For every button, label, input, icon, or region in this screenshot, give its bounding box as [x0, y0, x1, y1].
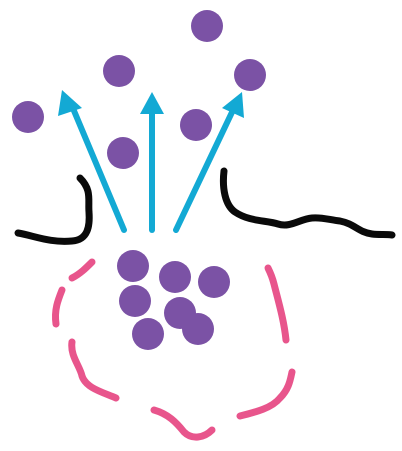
- vesicle-segment: [154, 410, 212, 437]
- particle-released: [12, 101, 44, 133]
- vesicle-segment: [72, 262, 92, 278]
- vesicle-segment: [55, 290, 62, 324]
- particle-in-vesicle: [159, 261, 191, 293]
- particle-in-vesicle: [132, 318, 164, 350]
- vesicle-segment: [240, 372, 292, 416]
- particle-released: [234, 59, 266, 91]
- particle-released: [103, 55, 135, 87]
- membrane-right: [223, 171, 392, 235]
- vesicle-segment: [268, 268, 286, 340]
- membrane-left: [18, 178, 89, 241]
- vesicle-particles: [117, 250, 230, 350]
- particle-released: [180, 109, 212, 141]
- arrow-center: [140, 92, 164, 230]
- released-particles: [12, 10, 266, 169]
- particle-in-vesicle: [182, 313, 214, 345]
- particle-released: [107, 137, 139, 169]
- particle-in-vesicle: [198, 266, 230, 298]
- particle-released: [191, 10, 223, 42]
- vesicle-segment: [72, 342, 116, 398]
- particle-in-vesicle: [117, 250, 149, 282]
- particle-in-vesicle: [119, 285, 151, 317]
- cell-membrane: [18, 171, 392, 241]
